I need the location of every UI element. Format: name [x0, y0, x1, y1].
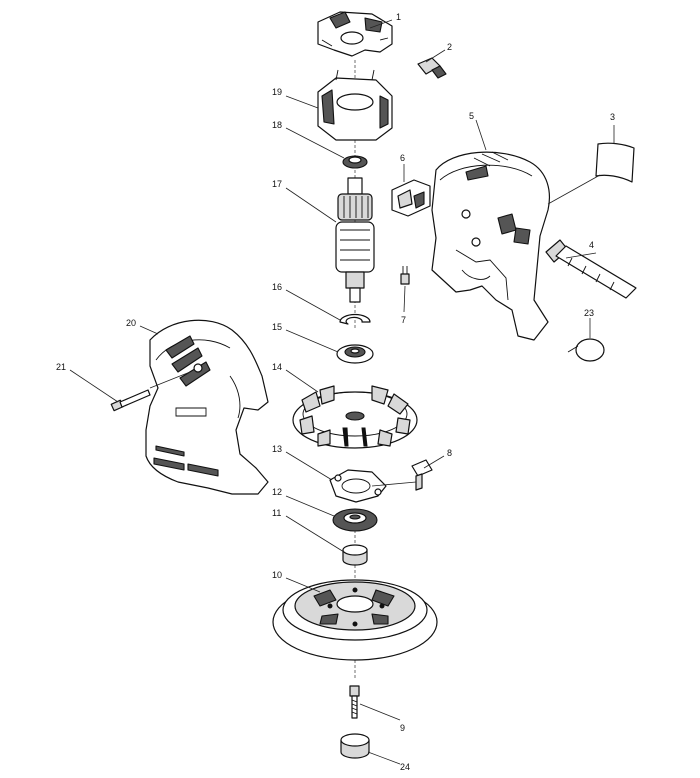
callout-15: 15 [272, 322, 282, 332]
part-10-pad[interactable] [272, 579, 438, 661]
callout-23: 23 [584, 308, 594, 318]
callout-2: 2 [447, 42, 452, 52]
callout-labels: 1 2 3 4 5 6 7 8 9 10 11 12 13 14 15 16 1… [56, 12, 615, 772]
callout-12: 12 [272, 487, 282, 497]
part-18-bearing[interactable] [342, 155, 368, 169]
callout-3: 3 [610, 112, 615, 122]
part-19-field[interactable] [317, 69, 393, 141]
part-5-handle[interactable] [431, 151, 551, 341]
callout-9: 9 [400, 723, 405, 733]
part-24-cap[interactable] [340, 733, 370, 759]
part-12-bearing[interactable] [332, 508, 378, 532]
callout-19: 19 [272, 87, 282, 97]
callout-10: 10 [272, 570, 282, 580]
part-3-label[interactable] [595, 142, 635, 183]
part-8-screw[interactable] [411, 459, 433, 491]
part-21-screw[interactable] [110, 389, 151, 412]
part-14-fan[interactable] [292, 385, 418, 449]
callout-7: 7 [401, 315, 406, 325]
part-15-bearing[interactable] [336, 344, 374, 364]
part-4-cord-guard[interactable] [545, 239, 637, 299]
part-1-brush-holder[interactable] [317, 11, 393, 57]
callout-5: 5 [469, 111, 474, 121]
callout-4: 4 [589, 240, 594, 250]
part-13-flange[interactable] [329, 469, 387, 503]
callout-17: 17 [272, 179, 282, 189]
part-7-terminal[interactable] [400, 266, 410, 285]
callout-16: 16 [272, 282, 282, 292]
part-9-screw[interactable] [349, 685, 360, 719]
callout-18: 18 [272, 120, 282, 130]
part-2-carbon-brush[interactable] [417, 57, 447, 79]
part-23-cap[interactable] [567, 338, 605, 362]
callout-1: 1 [396, 12, 401, 22]
callout-13: 13 [272, 444, 282, 454]
part-16-retaining-ring[interactable] [339, 313, 371, 325]
callout-11: 11 [272, 508, 281, 518]
part-11-collar[interactable] [342, 544, 368, 566]
callout-14: 14 [272, 362, 282, 372]
leader-lines [69, 19, 615, 765]
callout-21: 21 [56, 362, 66, 372]
part-17-armature[interactable] [335, 177, 375, 303]
callout-20: 20 [126, 318, 136, 328]
part-6-switch[interactable] [391, 179, 431, 217]
callout-8: 8 [447, 448, 452, 458]
callout-6: 6 [400, 153, 405, 163]
part-20-housing[interactable] [145, 319, 269, 495]
callout-24: 24 [400, 762, 410, 772]
